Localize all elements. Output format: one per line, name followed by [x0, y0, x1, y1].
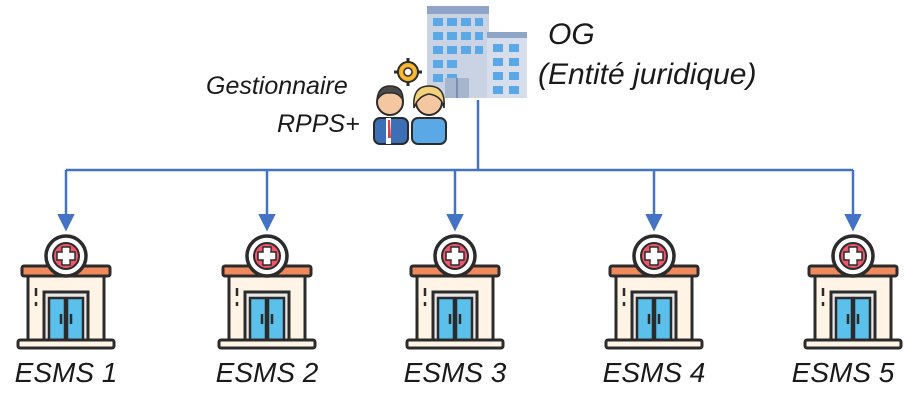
connector-lines [57, 100, 862, 232]
esms-label-3: ESMS 3 [403, 357, 507, 388]
esms-label-1: ESMS 1 [14, 357, 118, 388]
manager-label: Gestionnaire [206, 72, 348, 100]
hospital-icon [16, 234, 116, 350]
office-building-icon [427, 6, 527, 98]
org-subtitle: (Entité juridique) [538, 58, 757, 91]
hospital-icon [604, 234, 704, 350]
hospital-icon [217, 234, 317, 350]
org-name: OG [548, 18, 595, 51]
esms-label-4: ESMS 4 [602, 357, 706, 388]
manager-rpps-label: RPPS+ [277, 110, 360, 138]
esms-label-2: ESMS 2 [215, 357, 319, 388]
business-people-gear-icon [373, 58, 447, 145]
hospital-icon [405, 234, 505, 350]
hospital-icon [803, 234, 903, 350]
esms-label-5: ESMS 5 [791, 357, 895, 388]
